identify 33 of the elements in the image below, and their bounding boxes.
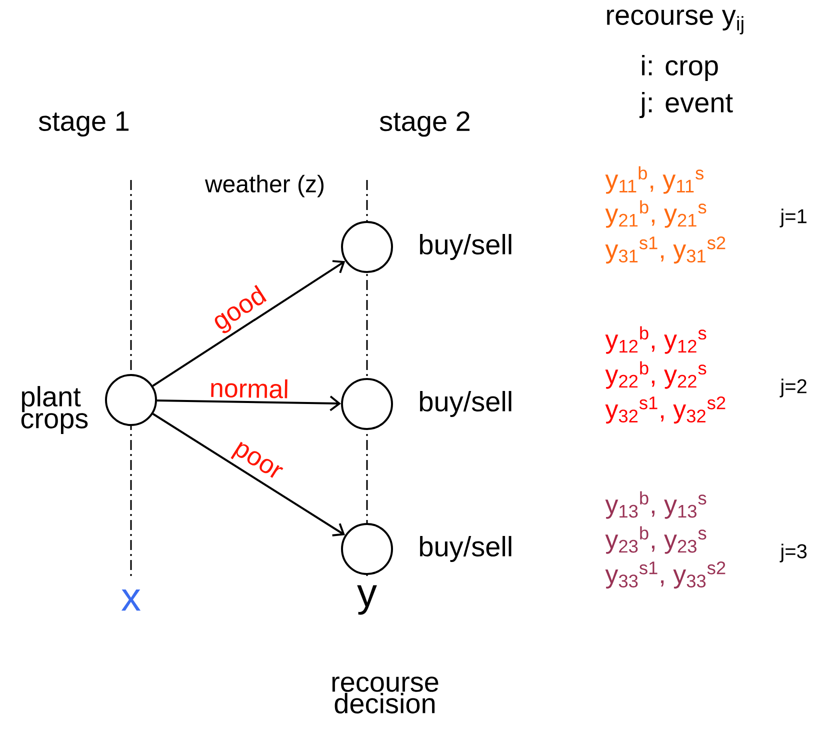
- variable-text: y$_{32}$$^{s1}$, y$_{32}$s2: [605, 396, 726, 424]
- variable-text: y$_{21}$$^{b}$, y$_{21}$s: [605, 200, 706, 228]
- variable-text: y$_{33}$$^{s1}$, y$_{33}$s2: [605, 561, 726, 589]
- circle-node: [341, 378, 393, 430]
- edge-label: poor: [228, 439, 285, 486]
- group-label: j=3: [780, 544, 807, 562]
- note-text: i: crop: [642, 54, 718, 82]
- variable-symbol: x: [121, 589, 141, 611]
- note-text: j: event: [640, 92, 733, 118]
- variable-text: y$_{13}$$^{b}$, y$_{13}$s: [605, 491, 706, 519]
- arrow: [156, 396, 342, 412]
- variable-text: y$_{31}$$^{s1}$, y$_{31}$s2: [605, 236, 726, 264]
- node-caption: buy/sell: [420, 390, 512, 418]
- stage-label: stage 2: [380, 111, 470, 137]
- group-label: j=1: [780, 208, 806, 228]
- arrow: [152, 413, 346, 536]
- node-caption: plant crops: [21, 386, 88, 434]
- arrow: [152, 260, 346, 387]
- node-caption: buy/sell: [420, 536, 512, 562]
- heading-text: weather (z): [204, 174, 324, 198]
- circle-node: [341, 221, 393, 273]
- caption-text: recourse decision: [332, 676, 438, 714]
- heading-text: recourse y$_{ij}$: [607, 10, 744, 34]
- node-caption: buy/sell: [420, 234, 512, 260]
- stage-label: stage 1: [38, 111, 129, 137]
- circle-node: [105, 374, 157, 426]
- group-label: j=2: [780, 378, 806, 398]
- circle-node: [341, 523, 393, 575]
- variable-text: y$_{12}$$^{b}$, y$_{12}$s: [605, 326, 706, 354]
- edge-label: normal: [208, 377, 290, 400]
- variable-text: y$_{11}$$^{b}$, y$_{11}$s: [605, 166, 704, 194]
- variable-text: y$_{23}$$^{b}$, y$_{23}$s: [605, 526, 706, 554]
- variable-text: y$_{22}$$^{b}$, y$_{22}$s: [605, 361, 706, 389]
